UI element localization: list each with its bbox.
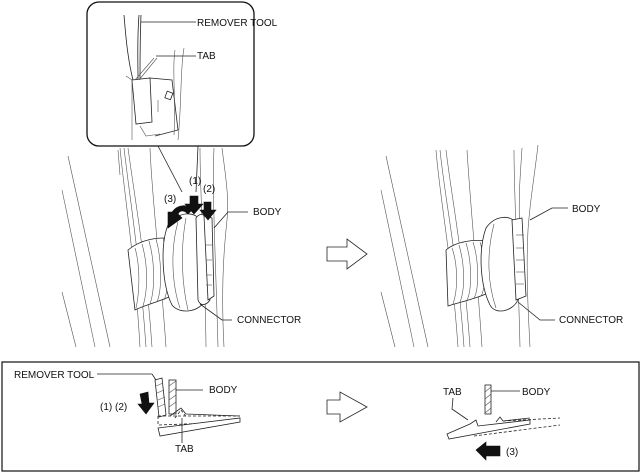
inset-callout: REMOVER TOOL TAB [86,1,278,193]
inset-remover-tool-label: REMOVER TOOL [197,18,278,29]
connector-label: CONNECTOR [237,315,301,326]
inset-connector [125,47,185,141]
push-arrow-2-icon [199,201,217,221]
step-1-label: (1) [189,176,201,187]
rotate-arrow-3-icon [167,205,193,229]
detail-panel-frame [1,361,640,472]
step-2-label: (2) [203,184,215,195]
detail-pull-arrow-icon [475,441,501,461]
before-view: (1) (2) (3) BODY CONNECTOR [61,147,301,348]
connector-after [511,217,527,301]
after-connector-label: CONNECTOR [559,315,623,326]
body-panel-lines-after [380,144,539,348]
detail-tab-label: TAB [175,444,194,455]
after-view: BODY CONNECTOR [380,144,623,348]
body-label: BODY [253,207,282,218]
detail-before: REMOVER TOOL BODY (1) (2) TAB [14,370,241,455]
transition-arrow-icon [326,238,368,270]
detail-remover-tool-label: REMOVER TOOL [14,370,95,381]
inset-frame [86,1,255,147]
inset-tab-label: TAB [197,51,216,62]
detail-steps-label: (1) (2) [100,402,127,413]
detail-push-arrow-icon [137,391,155,415]
after-body-label: BODY [572,204,601,215]
connector [195,214,215,305]
grommet-after [480,216,519,312]
detail-after: BODY TAB (3) [443,384,561,461]
detail-body-label: BODY [209,385,238,396]
detail-after-tab-label: TAB [443,387,462,398]
detail-after-body-label: BODY [522,387,551,398]
grommet [162,213,206,312]
push-arrow-1-icon [184,195,204,215]
step-3-label: (3) [164,194,176,205]
detail-transition-arrow-icon [326,391,368,423]
detail-after-step3-label: (3) [506,447,518,458]
